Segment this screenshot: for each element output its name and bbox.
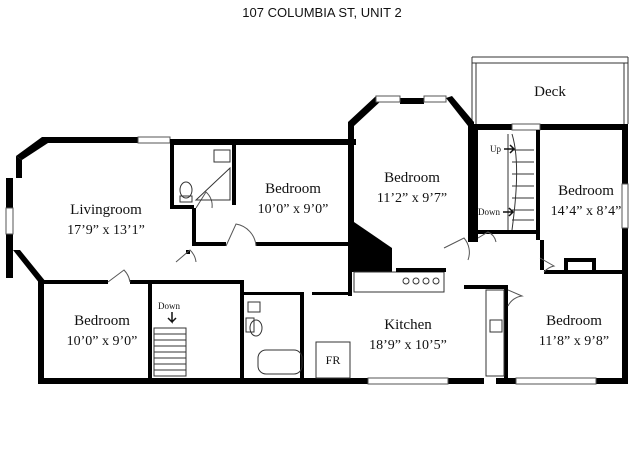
room-name-kitchen: Kitchen xyxy=(384,317,432,333)
stairs-left xyxy=(153,312,187,377)
room-dims-bedroom-center: 10’0” x 9’0” xyxy=(258,202,329,217)
room-dims-bedroom-right-bottom: 11’8” x 9’8” xyxy=(539,334,609,349)
door-swings xyxy=(107,191,556,307)
stairs-down-label-right: Down xyxy=(478,207,500,217)
stairs-up-label: Up xyxy=(490,144,501,154)
room-dims-bedroom-right-top: 14’4” x 8’4” xyxy=(551,204,622,219)
plan-title: 107 COLUMBIA ST, UNIT 2 xyxy=(242,5,401,20)
deck-outline xyxy=(471,56,629,124)
room-dims-bedroom-octagon: 11’2” x 9’7” xyxy=(377,191,447,206)
room-name-livingroom: Livingroom xyxy=(70,202,142,218)
windows xyxy=(5,95,629,385)
kitchen-stove xyxy=(402,277,440,285)
stairs-down-label-left: Down xyxy=(158,301,180,311)
room-name-bedroom-left-bottom: Bedroom xyxy=(74,313,130,329)
room-name-bedroom-right-top: Bedroom xyxy=(558,183,614,199)
room-name-deck: Deck xyxy=(534,84,566,100)
stairs-right xyxy=(503,133,534,231)
up-arrow-icon xyxy=(504,144,516,154)
interior-walls xyxy=(44,124,622,381)
room-name-bedroom-right-bottom: Bedroom xyxy=(546,313,602,329)
down-arrow-icon xyxy=(167,312,177,324)
room-dims-kitchen: 18’9” x 10’5” xyxy=(369,338,447,353)
fr-label: FR xyxy=(326,353,341,367)
room-name-bedroom-center: Bedroom xyxy=(265,181,321,197)
room-name-bedroom-octagon: Bedroom xyxy=(384,170,440,186)
bathroom-fixtures xyxy=(179,149,503,375)
room-dims-livingroom: 17’9” x 13’1” xyxy=(67,223,145,238)
right-arrow-icon xyxy=(503,207,515,217)
room-dims-bedroom-left-bottom: 10’0” x 9’0” xyxy=(67,334,138,349)
